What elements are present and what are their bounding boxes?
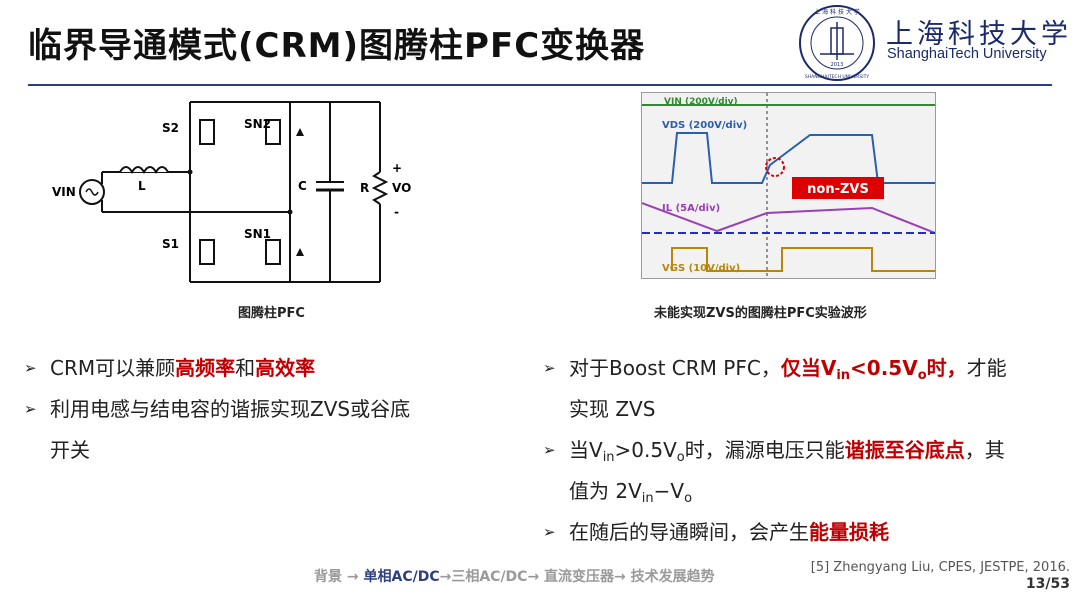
oscilloscope-waveform: non-ZVS VIN (200V/div) VDS (200V/div) IL… <box>641 92 936 279</box>
bullet-arrow-icon: ➢ <box>543 359 556 377</box>
svg-text:上 海 科 技 大 学: 上 海 科 技 大 学 <box>814 8 860 16</box>
svg-text:2013: 2013 <box>831 62 844 68</box>
right-bullet-list: ➢ 对于Boost CRM PFC，仅当Vin<0.5Vo时，才能 实现 ZVS… <box>543 348 1063 553</box>
label-sn2: SN2 <box>244 117 271 131</box>
list-item-continuation: 实现 ZVS <box>569 397 656 421</box>
list-item: ➢ 当Vin>0.5Vo时，漏源电压只能谐振至谷底点，其 <box>543 430 1063 471</box>
label-s1: S1 <box>162 237 179 251</box>
list-item-continuation: 开关 <box>50 438 90 462</box>
label-vin-trace: VIN (200V/div) <box>664 97 738 107</box>
bullet-arrow-icon: ➢ <box>24 400 37 418</box>
university-name-en: ShanghaiTech University <box>887 46 1047 62</box>
university-seal-logo: 上 海 科 技 大 学 SHANGHAITECH UNIVERSITY 2013 <box>799 5 875 81</box>
circuit-caption: 图腾柱PFC <box>238 306 305 321</box>
label-minus: - <box>394 205 399 219</box>
label-vin: VIN <box>52 185 76 199</box>
section-navigation: 背景 → 单相AC/DC→三相AC/DC→ 直流变压器→ 技术发展趋势 <box>314 569 715 585</box>
list-item: ➢ 在随后的导通瞬间，会产生能量损耗 <box>543 512 1063 553</box>
bullet-arrow-icon: ➢ <box>543 523 556 541</box>
label-s2: S2 <box>162 121 179 135</box>
label-non-zvs: non-ZVS <box>807 182 869 197</box>
label-sn1: SN1 <box>244 227 271 241</box>
bullet-arrow-icon: ➢ <box>543 441 556 459</box>
page-number: 13/53 <box>1025 576 1070 592</box>
label-il-trace: IL (5A/div) <box>662 203 720 214</box>
label-vds-trace: VDS (200V/div) <box>662 120 747 131</box>
university-name-cn: 上海科技大学 <box>886 19 1072 50</box>
svg-text:SHANGHAITECH UNIVERSITY: SHANGHAITECH UNIVERSITY <box>805 74 869 80</box>
label-plus: + <box>392 161 402 175</box>
list-item: ➢ 对于Boost CRM PFC，仅当Vin<0.5Vo时，才能 <box>543 348 1063 389</box>
label-r: R <box>360 181 369 195</box>
slide-title: 临界导通模式(CRM)图腾柱PFC变换器 <box>28 26 646 66</box>
list-item-continuation: 值为 2Vin−Vo <box>569 479 693 506</box>
list-item: ➢ 利用电感与结电容的谐振实现ZVS或谷底 <box>24 389 494 430</box>
title-divider <box>28 84 1052 86</box>
label-c: C <box>298 179 307 193</box>
reference-citation: [5] Zhengyang Liu, CPES, JESTPE, 2016. <box>810 560 1070 575</box>
label-vo: VO <box>392 181 411 195</box>
label-l: L <box>138 179 146 193</box>
scope-caption: 未能实现ZVS的图腾柱PFC实验波形 <box>654 306 867 321</box>
list-item: ➢ CRM可以兼顾高频率和高效率 <box>24 348 494 389</box>
current-section: 单相AC/DC <box>363 569 440 585</box>
totem-pole-pfc-schematic: S2 S1 SN2 SN1 L C R VIN VO + - <box>52 101 411 283</box>
left-bullet-list: ➢ CRM可以兼顾高频率和高效率 ➢ 利用电感与结电容的谐振实现ZVS或谷底 开… <box>24 348 494 471</box>
bullet-arrow-icon: ➢ <box>24 359 37 377</box>
non-zvs-badge <box>792 177 884 199</box>
label-vgs-trace: VGS (10V/div) <box>662 263 740 274</box>
